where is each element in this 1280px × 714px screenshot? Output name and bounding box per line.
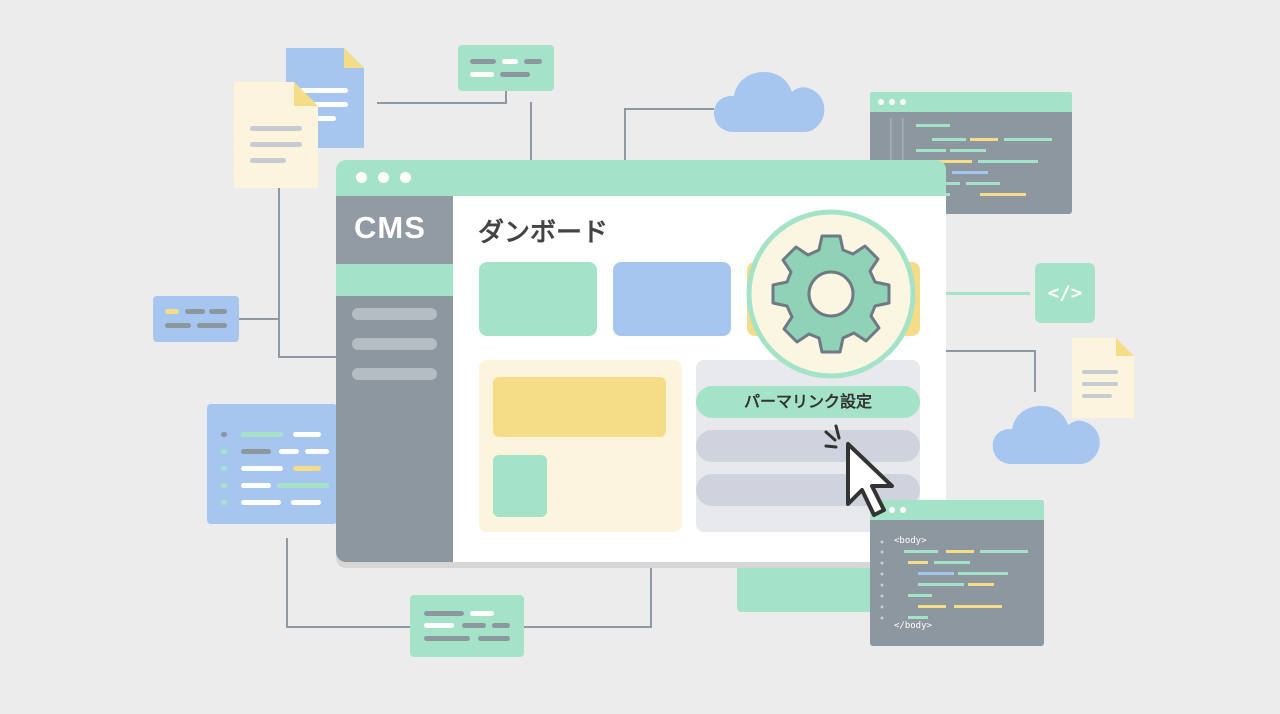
connector-line [278, 356, 336, 358]
window-dot[interactable] [400, 172, 411, 183]
connector-line [238, 318, 280, 320]
brand-label: CMS [354, 210, 426, 245]
connector-line [530, 102, 532, 160]
document-icon [1072, 338, 1134, 418]
connector-line [505, 90, 507, 104]
connector-line [890, 292, 1030, 295]
document-icon [234, 82, 318, 188]
connector-line [624, 108, 626, 160]
code-icon[interactable]: </> [1035, 263, 1095, 323]
connector-line [624, 108, 714, 110]
code-snippet-card [207, 404, 337, 524]
window-dot[interactable] [356, 172, 367, 183]
content-block [493, 377, 666, 437]
content-panel [479, 360, 682, 532]
connector-line [286, 626, 410, 628]
cursor-icon [824, 424, 894, 517]
code-editor-window: <body> </body> [870, 500, 1044, 646]
permalink-settings-button[interactable]: パーマリンク設定 [696, 386, 920, 418]
connector-line [377, 102, 507, 104]
connector-line [946, 350, 1036, 352]
settings-row[interactable] [696, 430, 920, 462]
sidebar-item-active[interactable] [336, 264, 453, 296]
cloud-icon [714, 72, 825, 132]
code-snippet-card [153, 296, 239, 342]
cloud-icon [992, 405, 1100, 465]
code-lines [880, 540, 1028, 620]
content-thumb [493, 455, 547, 517]
sidebar-item[interactable] [352, 308, 437, 320]
window-dot[interactable] [378, 172, 389, 183]
connector-line [286, 538, 288, 628]
code-open-tag: <body> [894, 536, 927, 546]
code-lines [890, 118, 1052, 196]
window-titlebar [336, 160, 946, 196]
code-snippet-card [458, 45, 554, 91]
sidebar-item[interactable] [352, 338, 437, 350]
sidebar-brand: CMS [336, 196, 453, 264]
background-panel [737, 556, 877, 612]
permalink-settings-label: パーマリンク設定 [743, 392, 872, 411]
sidebar: CMS [336, 196, 453, 562]
connector-line [650, 562, 652, 628]
gear-icon[interactable] [745, 208, 917, 380]
sidebar-item[interactable] [352, 368, 437, 380]
connector-line [524, 626, 652, 628]
code-snippet-card [410, 595, 524, 657]
page-title: ダンボード [478, 218, 609, 248]
code-close-tag: </body> [894, 621, 932, 631]
dashboard-tile[interactable] [613, 262, 731, 336]
connector-line [278, 188, 280, 358]
dashboard-tile[interactable] [479, 262, 597, 336]
connector-line [1034, 350, 1036, 392]
